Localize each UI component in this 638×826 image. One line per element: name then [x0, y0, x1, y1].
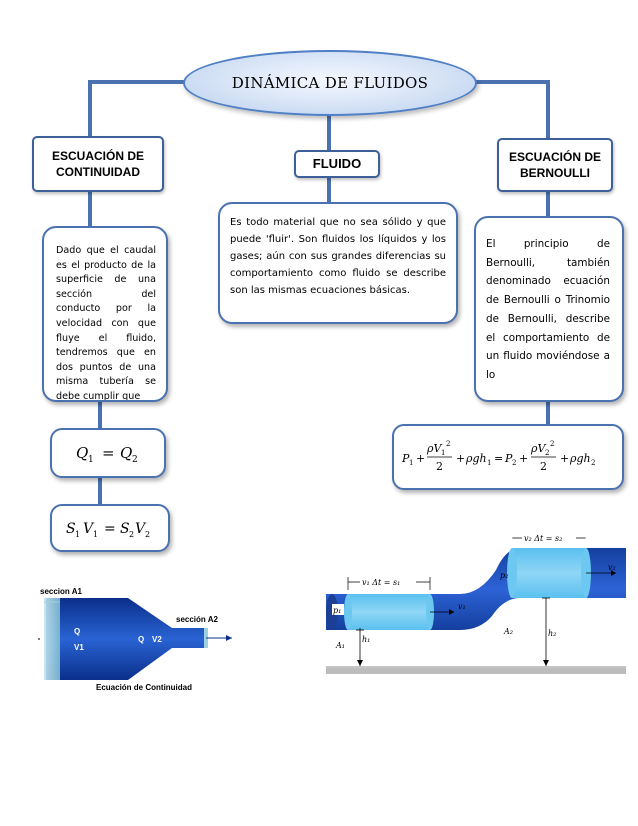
connector-line [327, 112, 331, 152]
flow-equation-box: Q 1 = Q 2 [50, 428, 166, 478]
svg-text:2: 2 [129, 530, 134, 539]
connector-line [546, 80, 550, 138]
label-q2: Q [138, 635, 144, 644]
fluid-header: FLUIDO [294, 150, 380, 178]
label-v1: V1 [74, 643, 84, 652]
svg-text:ρV: ρV [426, 442, 442, 455]
svg-text:+: + [416, 452, 425, 465]
continuity-equation: S 1 V 1 = S 2 V 2 [66, 521, 150, 539]
label-a1: A₁ [335, 641, 345, 650]
svg-text:2: 2 [132, 455, 138, 465]
svg-text:ρgh: ρgh [569, 452, 591, 465]
connector-line [88, 80, 92, 138]
svg-text:V: V [135, 521, 147, 537]
label-v1: v₁ [458, 602, 466, 611]
continuity-diagram: seccion A1 sección A2 Q V1 Q V2 Ecuación… [36, 584, 236, 696]
connector-line [470, 80, 550, 84]
svg-text:Q: Q [76, 444, 88, 462]
svg-text:2: 2 [540, 460, 547, 473]
connector-line [546, 398, 550, 426]
label-section-a2: sección A2 [176, 615, 218, 624]
bernoulli-pipe-drawing: v₁ Δt = s₁ v₂ Δt = s₂ p₁ p₂ v₁ v₂ A₁ A₂ … [326, 532, 626, 674]
label-v2: v₂ [608, 563, 616, 572]
svg-text:2: 2 [145, 530, 150, 539]
svg-text:2: 2 [591, 459, 595, 467]
continuity-pipe-drawing: seccion A1 sección A2 Q V1 Q V2 Ecuación… [38, 587, 232, 692]
connector-line [88, 80, 188, 84]
title-oval: DINÁMICA DE FLUIDOS [183, 50, 477, 116]
svg-text:P: P [504, 452, 513, 465]
flow-equation: Q 1 = Q 2 [76, 444, 138, 465]
svg-text:+: + [560, 452, 569, 465]
svg-text:1: 1 [441, 449, 445, 457]
label-s1: v₁ Δt = s₁ [362, 578, 400, 587]
connector-line [98, 398, 102, 428]
continuity-header: ESCUACIÓN DE CONTINUIDAD [32, 136, 164, 192]
svg-text:P: P [401, 452, 410, 465]
label-p2: p₂ [500, 571, 508, 580]
svg-text:1: 1 [93, 530, 98, 539]
label-section-a1: seccion A1 [40, 587, 82, 596]
label-h1: h₁ [362, 635, 370, 644]
connector-line [98, 476, 102, 506]
svg-text:2: 2 [436, 460, 443, 473]
label-v2: V2 [152, 635, 162, 644]
svg-text:Q: Q [120, 444, 132, 462]
svg-text:2: 2 [512, 459, 516, 467]
svg-text:+: + [456, 452, 465, 465]
svg-text:1: 1 [409, 459, 413, 467]
fluid-description: Es todo material que no sea sólido y que… [230, 217, 446, 296]
label-q1: Q [74, 627, 80, 636]
continuity-caption: Ecuación de Continuidad [96, 683, 192, 692]
label-s2: v₂ Δt = s₂ [524, 534, 562, 543]
svg-text:1: 1 [75, 530, 80, 539]
svg-text:V: V [83, 521, 95, 537]
continuity-description: Dado que el caudal es el producto de la … [56, 245, 156, 402]
svg-text:2: 2 [545, 449, 549, 457]
connector-line [546, 190, 550, 216]
bernoulli-description: El principio de Bernoulli, también denom… [486, 238, 610, 381]
continuity-header-label: ESCUACIÓN DE CONTINUIDAD [51, 149, 144, 179]
label-h2: h₂ [548, 629, 556, 638]
continuity-description-box: Dado que el caudal es el producto de la … [42, 226, 168, 402]
continuity-equation-box: S 1 V 1 = S 2 V 2 [50, 504, 170, 552]
label-p1: p₁ [333, 606, 341, 615]
connector-line [88, 190, 92, 228]
svg-text:S: S [120, 521, 130, 537]
svg-text:1: 1 [487, 459, 491, 467]
svg-text:2: 2 [550, 440, 554, 448]
fluid-header-label: FLUIDO [312, 156, 362, 171]
bernoulli-header: ESCUACIÓN DE BERNOULLI [497, 138, 613, 192]
svg-text:=: = [494, 452, 503, 465]
label-a2: A₂ [503, 627, 513, 636]
fluid-description-box: Es todo material que no sea sólido y que… [218, 202, 458, 324]
bernoulli-header-label: ESCUACIÓN DE BERNOULLI [508, 150, 601, 180]
diagram-title: DINÁMICA DE FLUIDOS [231, 74, 429, 92]
svg-text:ρgh: ρgh [465, 452, 487, 465]
svg-text:2: 2 [446, 440, 450, 448]
bernoulli-diagram: v₁ Δt = s₁ v₂ Δt = s₂ p₁ p₂ v₁ v₂ A₁ A₂ … [320, 530, 626, 680]
svg-text:=: = [102, 444, 115, 462]
connector-line [327, 174, 331, 204]
svg-text:S: S [66, 521, 76, 537]
bernoulli-description-box: El principio de Bernoulli, también denom… [474, 216, 624, 402]
svg-text:=: = [104, 521, 116, 537]
svg-text:+: + [519, 452, 528, 465]
svg-text:ρV: ρV [530, 442, 546, 455]
svg-text:1: 1 [88, 455, 94, 465]
